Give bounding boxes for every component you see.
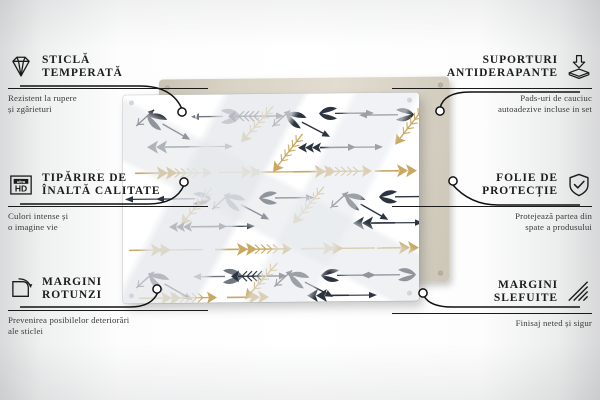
feature-title-line1: MARGINI <box>42 276 102 288</box>
feature-subtitle-line1: Rezistent la rupere <box>8 93 77 104</box>
feature-divider <box>392 313 592 315</box>
feature-header: FOLIE DE PROTECȚIE <box>392 168 592 202</box>
feature-subtitle-line2: o imagine vie <box>8 222 58 233</box>
feature-subtitle-line1: Protejează partea din <box>515 211 592 222</box>
feature-subtitle-line1: Pads-uri de cauciuc <box>520 93 592 104</box>
ultra-hd-icon: ultra HD <box>10 175 32 195</box>
feature-title-line2: ÎNALTĂ CALITATE <box>42 185 161 197</box>
feature-header: MARGINI SLEFUITE <box>392 275 592 309</box>
feature-subtitle-line1: Prevenirea posibilelor deteriorări <box>8 315 130 326</box>
feature-title: TIPĂRIRE DE ÎNALTĂ CALITATE <box>42 172 160 198</box>
feature-subtitle: Culori intense și o imagine vie <box>8 211 208 233</box>
feature-divider <box>8 310 208 312</box>
shield-check-icon <box>569 173 589 197</box>
feature-title: SUPORTURI ANTIDERAPANTE <box>447 54 558 80</box>
feature-subtitle: Prevenirea posibilelor deteriorări ale s… <box>8 315 208 337</box>
feature-divider <box>392 88 592 90</box>
polished-edge-icon <box>568 281 589 302</box>
feature-title-line1: TIPĂRIRE DE <box>42 172 127 184</box>
feature-subtitle-line2: ale sticlei <box>8 326 44 337</box>
feature-subtitle-line2: și zgârieturi <box>8 104 52 115</box>
feature-subtitle-line2: autoadezive incluse in set <box>497 104 592 115</box>
feature-subtitle: Protejează partea din spate a produsului <box>392 211 592 233</box>
feature-title-line2: ROTUNZI <box>42 289 102 301</box>
feature-header: ultra HD TIPĂRIRE DE ÎNALTĂ CALITATE <box>8 168 208 202</box>
anti-slip-pad-icon <box>568 55 590 79</box>
feature-title-line2: TEMPERATĂ <box>42 67 123 79</box>
ultra-label: ultra <box>17 180 26 184</box>
feature-title-line1: FOLIE DE <box>496 172 558 184</box>
feature-protective-film: FOLIE DE PROTECȚIE Protejează partea din… <box>392 168 592 233</box>
feature-subtitle-line1: Culori intense și <box>8 211 69 222</box>
feature-title-line2: SLEFUITE <box>493 292 558 304</box>
feature-title: MARGINI SLEFUITE <box>494 279 558 305</box>
feature-title: FOLIE DE PROTECȚIE <box>482 172 558 198</box>
feature-header: STICLĂ TEMPERATĂ <box>8 50 208 84</box>
feature-subtitle-line2: spate a produsului <box>525 222 592 233</box>
feature-rounded-edges: MARGINI ROTUNZI Prevenirea posibilelor d… <box>8 272 208 337</box>
feature-tempered-glass: STICLĂ TEMPERATĂ Rezistent la rupere și … <box>8 50 208 115</box>
feature-title: MARGINI ROTUNZI <box>42 276 102 302</box>
hd-label: HD <box>15 184 27 194</box>
feature-polished-edges: MARGINI SLEFUITE Finisaj neted și sigur <box>392 275 592 329</box>
feature-title-line2: PROTECȚIE <box>482 185 558 197</box>
feature-title-line1: MARGINI <box>498 279 558 291</box>
feature-subtitle: Finisaj neted și sigur <box>392 318 592 329</box>
feature-divider <box>392 206 592 208</box>
feature-subtitle: Pads-uri de cauciuc autoadezive incluse … <box>392 93 592 115</box>
feature-subtitle: Rezistent la rupere și zgârieturi <box>8 93 208 115</box>
feature-subtitle-line1: Finisaj neted și sigur <box>515 318 592 329</box>
feature-title: STICLĂ TEMPERATĂ <box>42 54 123 80</box>
feature-high-quality-print: ultra HD TIPĂRIRE DE ÎNALTĂ CALITATE Cul… <box>8 168 208 233</box>
diamond-icon <box>12 56 30 77</box>
feature-divider <box>8 206 208 208</box>
feature-header: MARGINI ROTUNZI <box>8 272 208 306</box>
feature-divider <box>8 88 208 90</box>
feature-title-line1: SUPORTURI <box>482 54 558 66</box>
feature-title-line2: ANTIDERAPANTE <box>446 67 558 79</box>
feature-anti-slip-supports: SUPORTURI ANTIDERAPANTE Pads-uri de cauc… <box>392 50 592 115</box>
feature-header: SUPORTURI ANTIDERAPANTE <box>392 50 592 84</box>
feature-title-line1: STICLĂ <box>42 54 91 66</box>
rounded-corner-icon <box>12 278 33 297</box>
